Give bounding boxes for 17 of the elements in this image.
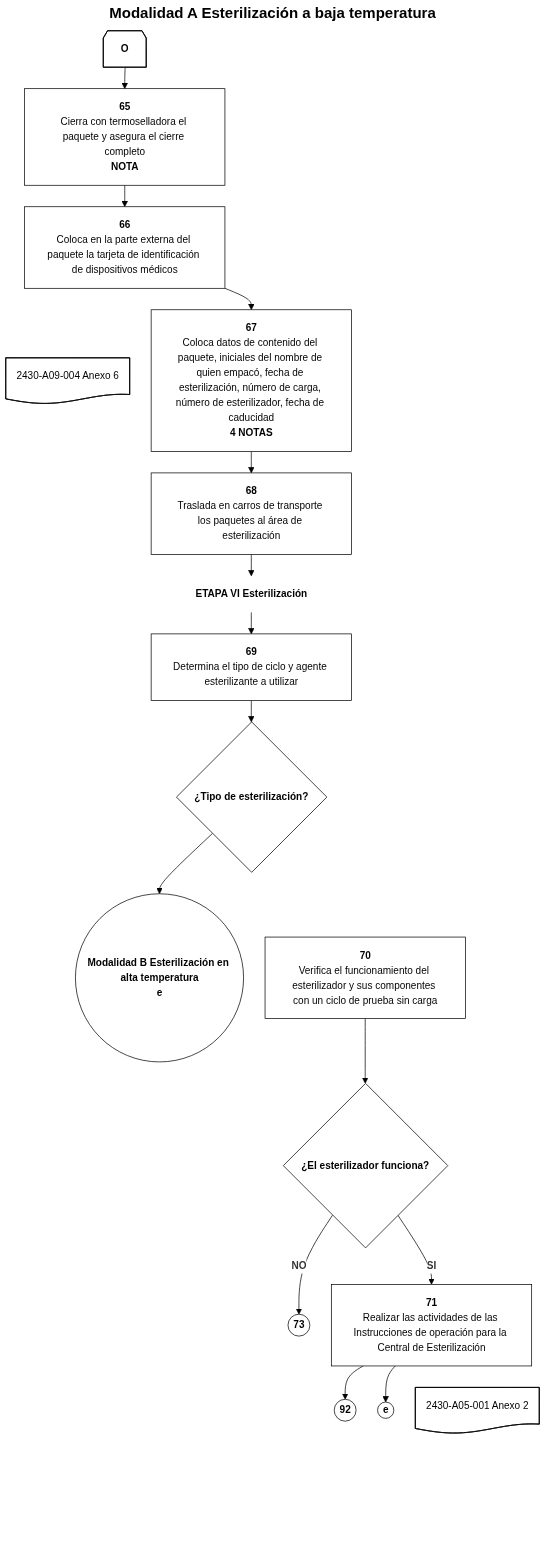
note-text: Modalidad A Esterilización a baja temperatura xyxy=(109,4,436,21)
node-circle: Modalidad B Esterilización en alta temperatura e xyxy=(75,893,244,1063)
edge-label: SI xyxy=(426,1260,437,1272)
node-box: 68 Traslada en carros de transporte los paquetes al área de esterilización xyxy=(150,472,352,555)
node-box: 71 Realizar las actividades de las Instrucciones de operación para la Central de Esterilización xyxy=(330,1284,533,1367)
node-diamond: ¿Tipo de esterilización? xyxy=(176,721,328,873)
node-box: 69 Determina el tipo de ciclo y agente esterilizante a utilizar xyxy=(150,633,352,701)
edge-label: NO xyxy=(291,1260,307,1272)
node-diamond: ¿El esterilizador funciona? xyxy=(282,1083,449,1249)
node-box: 65 Cierra con termoselladora el paquete y asegura el cierre completo NOTA xyxy=(24,88,226,186)
node-text: ETAPA VI Esterilización xyxy=(195,588,308,600)
node-circle: e xyxy=(377,1401,395,1419)
node-circle: 73 xyxy=(287,1313,311,1337)
node-box: 67 Coloca datos de contenido del paquete, iniciales del nombre de quien empacó, fecha de esterilización, número de carga, número de esterilizador, fecha de caducidad 4 NOTAS xyxy=(150,309,352,452)
node-circle: 92 xyxy=(333,1398,357,1422)
node-box: 70 Verifica el funcionamiento del esterilizador y sus componentes con un ciclo de prueba sin carga xyxy=(264,936,466,1019)
node-box: 66 Coloca en la parte externa del paquete la tarjeta de identificación de dispositivos médicos xyxy=(24,206,226,289)
